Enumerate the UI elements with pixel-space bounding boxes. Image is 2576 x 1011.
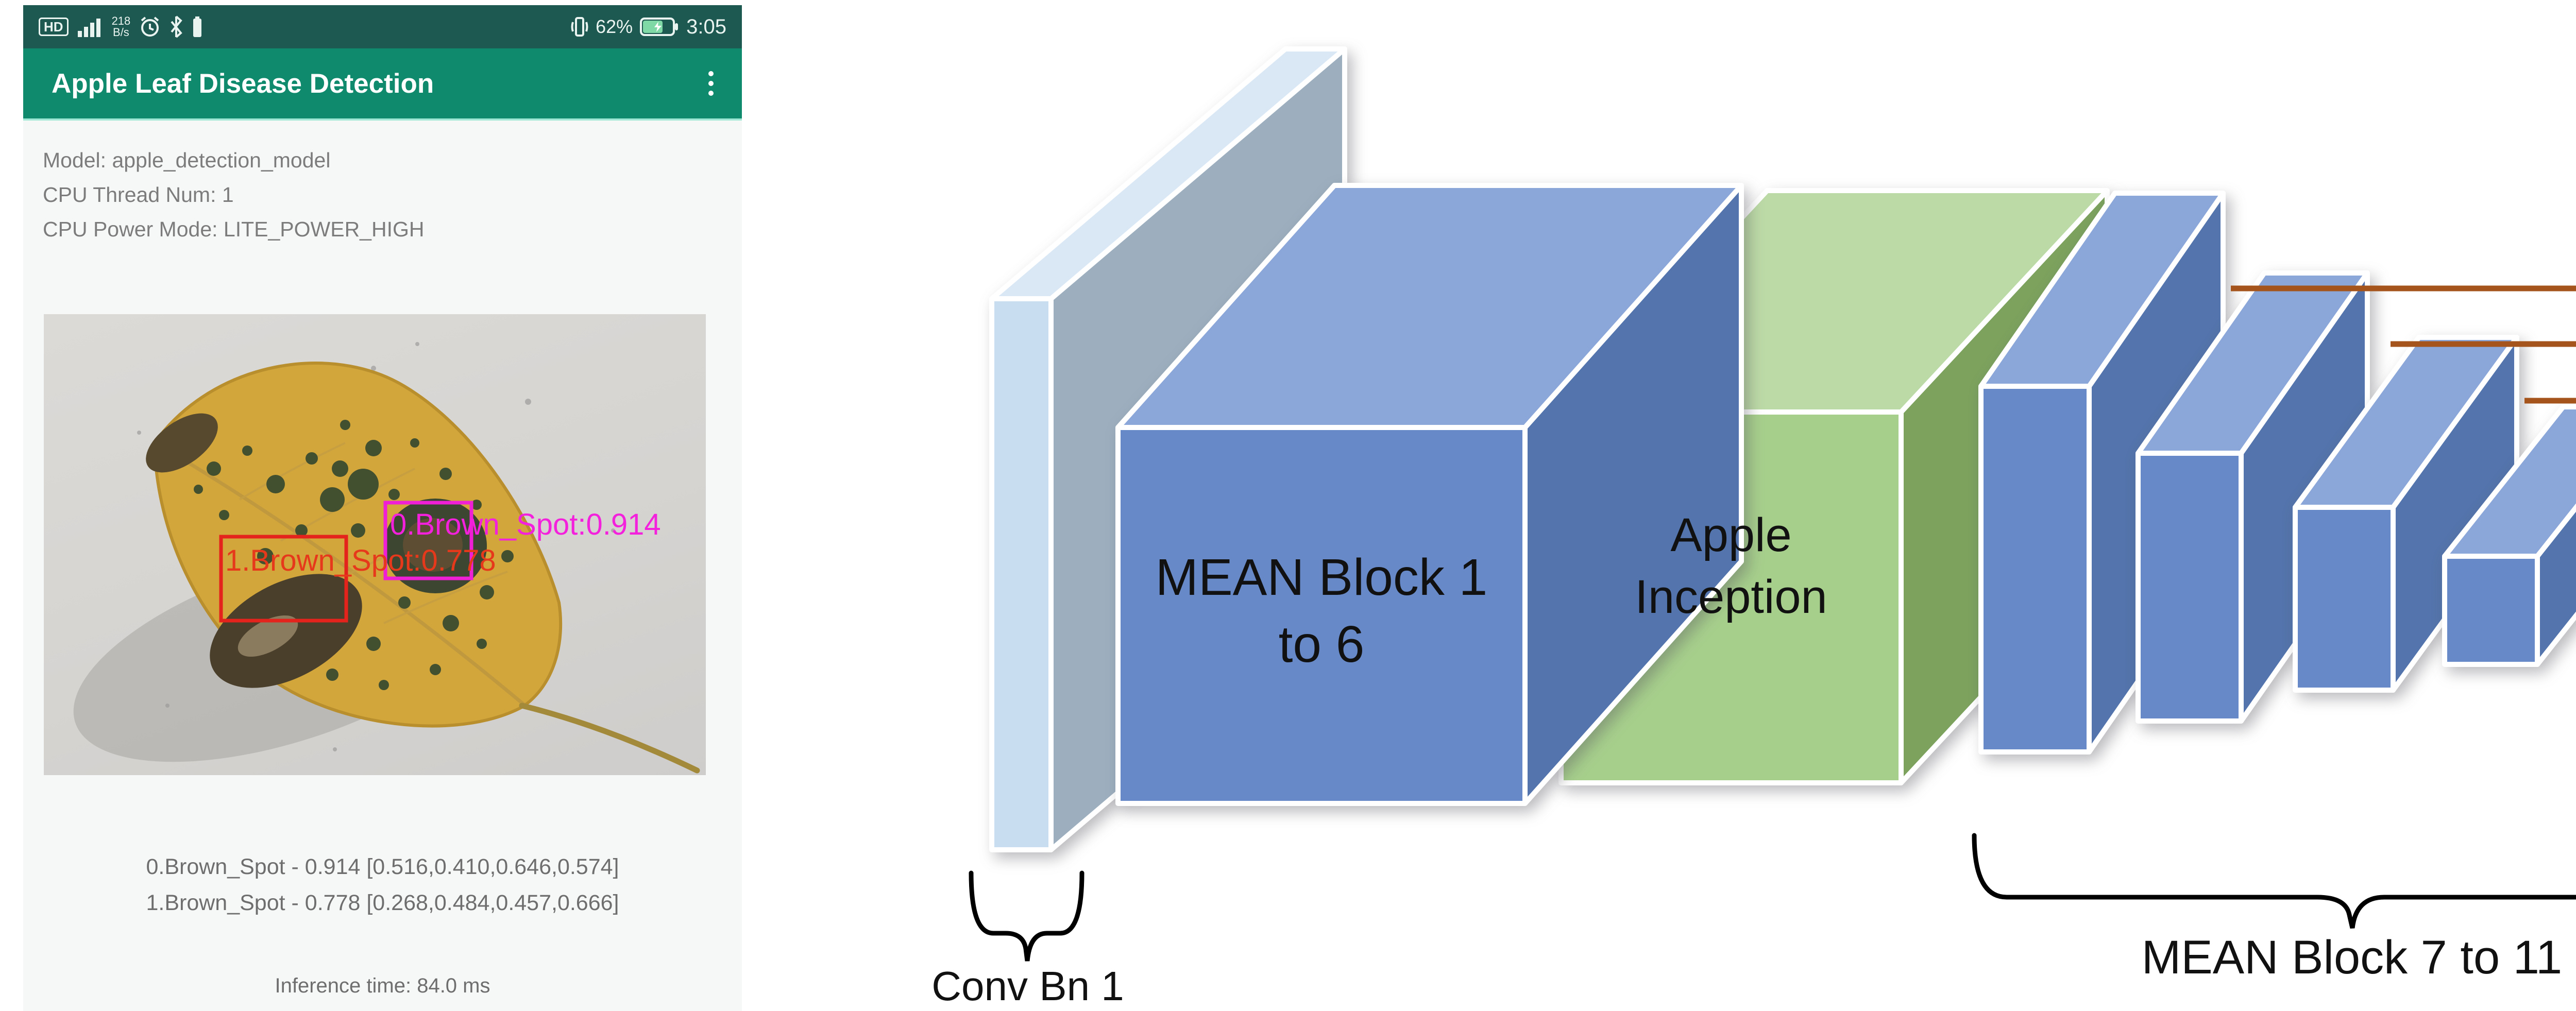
result-line-1: 1.Brown_Spot - 0.778 [0.268,0.484,0.457,… — [146, 890, 619, 915]
model-name-line: Model: apple_detection_model — [43, 148, 331, 172]
detection-box-1 — [219, 535, 348, 623]
net-speed: 218 B/s — [111, 14, 131, 39]
mean-block-7-11-label: MEAN Block 7 to 11 — [2142, 931, 2562, 984]
mean-block-1-6 — [1115, 183, 1744, 806]
cpu-power-line: CPU Power Mode: LITE_POWER_HIGH — [43, 217, 425, 241]
apple-inception-label-line2: Inception — [1635, 571, 1827, 623]
feature-arrows — [2231, 285, 2576, 404]
model-info: Model: apple_detection_model CPU Thread … — [43, 143, 424, 247]
detection-overlays: 0.Brown_Spot:0.914 1.Brown_Spot:0.778 — [219, 501, 661, 623]
conv-bn1-label: Conv Bn 1 — [931, 963, 1124, 1009]
signal-bars-icon — [77, 19, 100, 37]
mean-block-8 — [2136, 270, 2370, 724]
mean-block-7 — [1978, 191, 2226, 755]
leaf-stem — [519, 702, 700, 774]
conv-brace — [969, 870, 1084, 962]
battery-small-icon — [193, 16, 202, 37]
hd-icon: HD — [39, 18, 69, 36]
vibrate-icon — [571, 17, 588, 37]
leaf — [146, 362, 700, 774]
result-line-0: 0.Brown_Spot - 0.914 [0.516,0.410,0.646,… — [146, 854, 619, 879]
mean-block-1-6-label-line1: MEAN Block 1 — [1156, 549, 1488, 606]
detection-label-1: 1.Brown_Spot:0.778 — [225, 544, 496, 577]
phone-app: HD 218 B/s — [23, 5, 742, 1011]
bluetooth-icon — [171, 15, 183, 38]
apple-inception-label-line1: Apple — [1670, 509, 1791, 561]
mean-block-9 — [2293, 335, 2519, 693]
alarm-clock-icon — [141, 16, 159, 37]
detection-label-0: 0.Brown_Spot:0.914 — [390, 508, 661, 541]
kebab-menu-icon[interactable] — [708, 71, 714, 96]
inference-time: Inference time: 84.0 ms — [275, 974, 490, 997]
battery-charging-icon — [640, 18, 679, 36]
leaf-photo: 0.Brown_Spot:0.914 1.Brown_Spot:0.778 — [44, 314, 706, 775]
detection-results: 0.Brown_Spot - 0.914 [0.516,0.410,0.646,… — [23, 849, 742, 921]
mean-block-1-6-label-line2: to 6 — [1279, 615, 1365, 673]
mean7-11-brace — [1972, 833, 2576, 929]
clock-time: 3:05 — [686, 15, 726, 38]
cpu-thread-line: CPU Thread Num: 1 — [43, 183, 234, 207]
status-bar: HD 218 B/s — [23, 5, 742, 48]
mean-block-10 — [2442, 404, 2576, 667]
battery-percent: 62% — [596, 16, 633, 37]
app-title: Apple Leaf Disease Detection — [52, 68, 434, 99]
detection-box-0 — [383, 501, 473, 580]
app-title-bar: Apple Leaf Disease Detection — [23, 48, 742, 121]
